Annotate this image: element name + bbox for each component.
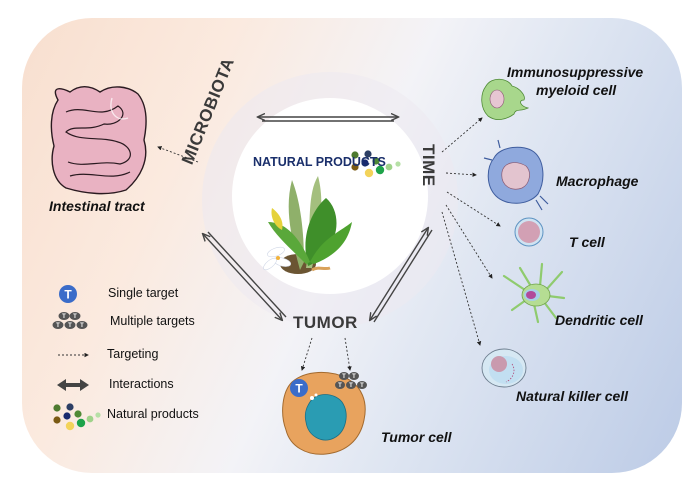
label-intestinal-tract: Intestinal tract (49, 198, 145, 214)
svg-text:T: T (73, 314, 77, 320)
arrow-to-myeloid (441, 117, 483, 153)
dendritic-cell-icon (502, 262, 566, 324)
plant-illustration (263, 176, 352, 274)
svg-text:T: T (349, 383, 353, 389)
legend-label-targeting: Targeting (107, 347, 159, 361)
svg-text:T: T (360, 383, 364, 389)
svg-text:T: T (352, 374, 356, 380)
t-cell-icon (514, 217, 544, 247)
legend-multiple-targets-icon: T T T T T (52, 312, 88, 329)
label-dendritic-cell: Dendritic cell (555, 312, 643, 328)
svg-text:T: T (295, 382, 303, 396)
svg-text:T: T (64, 288, 72, 302)
svg-text:T: T (62, 314, 66, 320)
node-tumor: TUMOR (293, 313, 358, 332)
natural-product-dots (351, 150, 401, 178)
natural-products-title: NATURAL PRODUCTS (253, 155, 386, 169)
interaction-arrow-microbiota-time (258, 117, 398, 122)
label-macrophage: Macrophage (556, 173, 639, 189)
arrow-to-intestinal (157, 146, 199, 163)
arrow-to-tcell (446, 191, 501, 227)
multi-target-on-tumor: T T T T T (335, 372, 367, 389)
legend-dots-cluster-icon (53, 403, 101, 431)
svg-text:T: T (338, 383, 342, 389)
legend-label-interactions: Interactions (109, 377, 174, 391)
targeting-arrows (157, 117, 501, 371)
label-t-cell: T cell (569, 234, 605, 250)
arrow-to-nk (441, 211, 482, 346)
natural-killer-cell-icon (481, 348, 527, 388)
svg-text:T: T (68, 323, 72, 329)
legend-label-multiple-targets: Multiple targets (110, 314, 195, 328)
label-myeloid-line2: myeloid cell (536, 82, 617, 98)
macrophage-icon (483, 139, 549, 211)
label-natural-killer-cell: Natural killer cell (516, 388, 629, 404)
center-circle (232, 98, 428, 294)
interaction-arrow-microbiota-tumor (203, 231, 287, 320)
svg-text:T: T (56, 323, 60, 329)
single-target-on-tumor: T (290, 379, 308, 397)
legend-double-arrow-icon (57, 379, 89, 391)
svg-text:T: T (342, 374, 346, 380)
legend-label-natural-products: Natural products (107, 407, 199, 421)
arrow-to-macrophage (445, 172, 477, 178)
arrow-to-single-target (300, 337, 313, 371)
intestinal-tract-icon (50, 86, 147, 195)
label-tumor-cell: Tumor cell (381, 429, 452, 445)
legend-single-target-icon: T (59, 285, 77, 303)
svg-text:T: T (80, 323, 84, 329)
interaction-arrow-tumor-time (370, 228, 433, 323)
node-time: TIME (419, 144, 438, 187)
arrow-to-multi-target (344, 337, 352, 371)
legend-label-single-target: Single target (108, 286, 179, 300)
label-myeloid-line1: Immunosuppressive (507, 64, 644, 80)
myeloid-cell-icon (481, 78, 530, 120)
